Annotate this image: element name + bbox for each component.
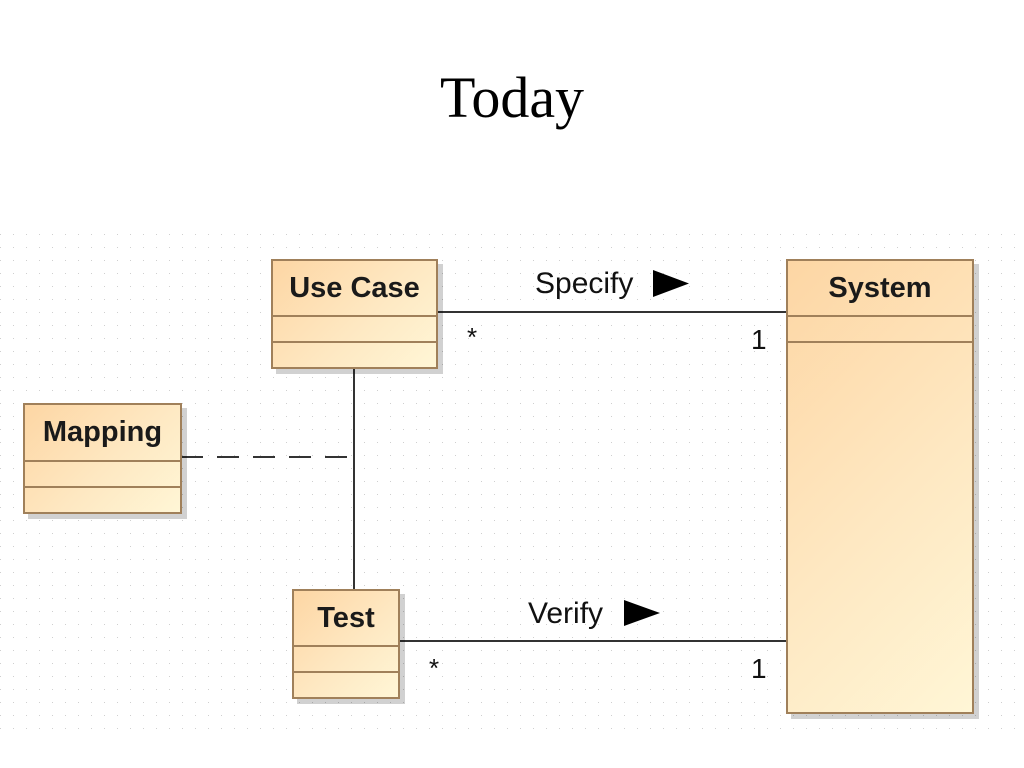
class-name-test: Test <box>294 591 398 647</box>
operations-compartment <box>25 488 180 512</box>
specify-direction-arrow-icon <box>653 270 689 297</box>
operations-compartment <box>294 673 398 697</box>
slide-title: Today <box>439 65 585 130</box>
specify-target-multiplicity: 1 <box>751 324 767 355</box>
attributes-compartment <box>294 647 398 673</box>
verify-direction-arrow-icon <box>624 600 660 626</box>
attributes-compartment <box>273 317 436 343</box>
class-name-use-case: Use Case <box>273 261 436 317</box>
specify-source-multiplicity: * <box>467 322 478 352</box>
attributes-compartment <box>25 462 180 488</box>
specify-association-name: Specify <box>535 267 634 300</box>
attributes-compartment <box>788 317 972 343</box>
class-name-mapping: Mapping <box>25 405 180 462</box>
verify-target-multiplicity: 1 <box>751 653 767 684</box>
class-use-case[interactable]: Use Case <box>271 259 438 369</box>
class-mapping[interactable]: Mapping <box>23 403 182 514</box>
class-test[interactable]: Test <box>292 589 400 699</box>
verify-association-name: Verify <box>528 597 604 630</box>
class-system[interactable]: System <box>786 259 974 714</box>
verify-source-multiplicity: * <box>429 653 440 683</box>
operations-compartment <box>273 343 436 367</box>
class-name-system: System <box>788 261 972 317</box>
